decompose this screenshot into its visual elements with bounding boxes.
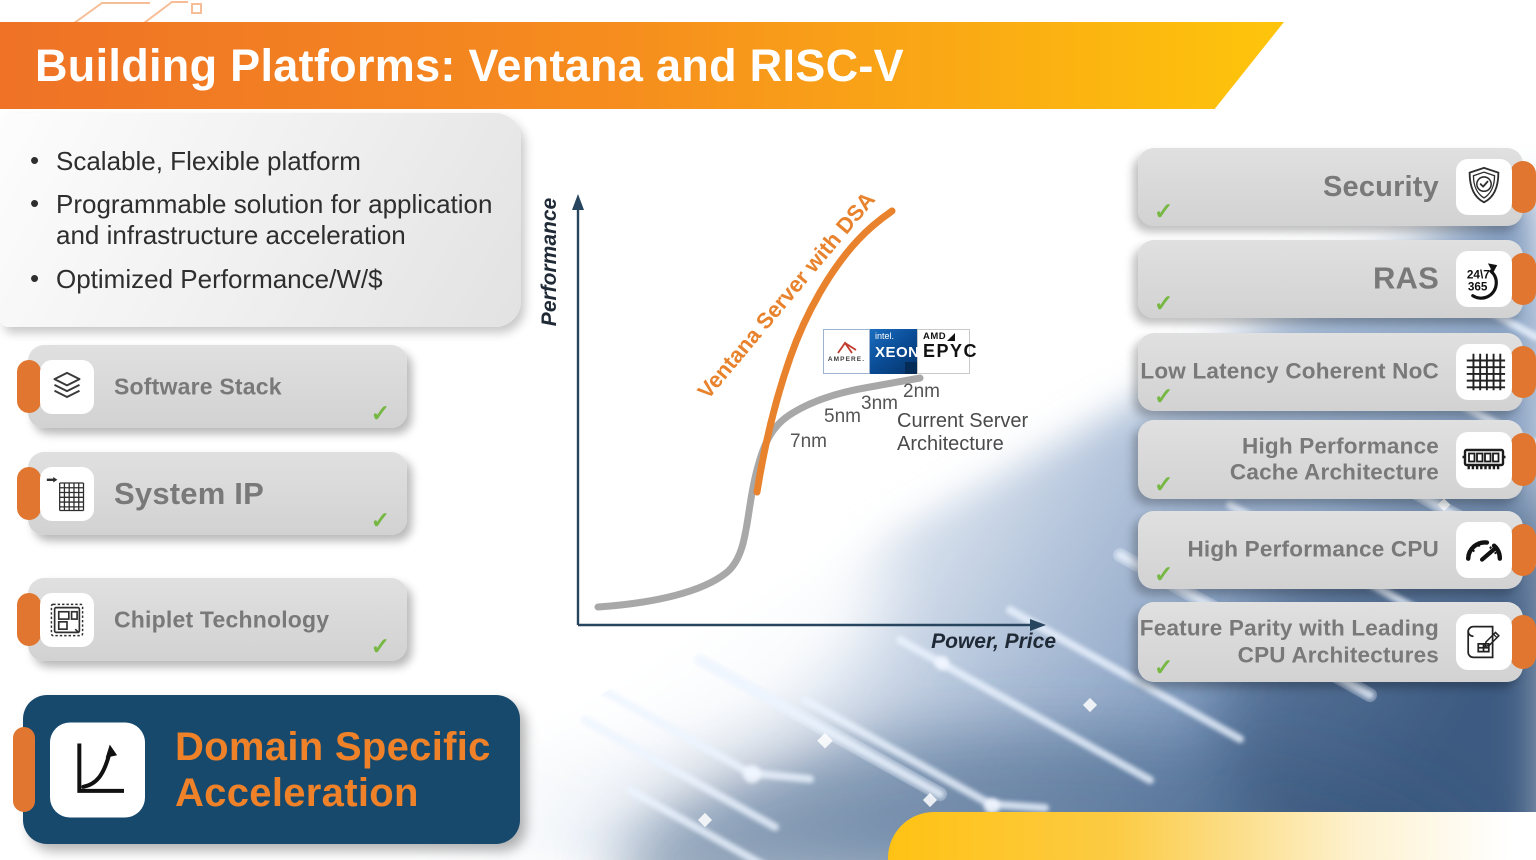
- ventana-dsa-curve: [753, 207, 896, 496]
- ampere-logo: AMPERE.: [823, 329, 870, 374]
- vendor-logos: AMPERE. intel. XEON AMD EPYC: [823, 329, 977, 374]
- title-banner: Building Platforms: Ventana and RISC-V: [0, 22, 1284, 109]
- intro-bullets: Scalable, Flexible platformProgrammable …: [0, 133, 521, 308]
- footer-accent-bar: [888, 812, 1536, 860]
- card-label: Security: [1322, 170, 1439, 203]
- ampere-mark-icon: [836, 340, 856, 354]
- svg-text:Architecture: Architecture: [897, 433, 1004, 455]
- x-axis-arrow: [1030, 619, 1046, 631]
- check-icon: ✓: [1154, 383, 1174, 409]
- y-axis-arrow: [572, 194, 584, 210]
- card-system-ip: System IP ✓: [17, 452, 407, 535]
- check-icon: ✓: [1154, 561, 1174, 587]
- node-label-2nm: 2nm: [903, 381, 940, 402]
- card-software-stack: Software Stack ✓: [17, 345, 407, 428]
- card-chiplet-technology: Chiplet Technology ✓: [17, 578, 407, 661]
- performance-chart: Performance Power, Price Ventana Server …: [538, 180, 1060, 660]
- svg-text:Current Server: Current Server: [897, 410, 1028, 432]
- bullet-item: Optimized Performance/W/$: [28, 263, 503, 295]
- card-high-performance-cpu: High Performance CPU ✓: [1138, 511, 1536, 589]
- growth-curve-icon: [50, 722, 145, 817]
- y-axis-label: Performance: [540, 197, 561, 326]
- check-icon: ✓: [1154, 471, 1174, 497]
- card-label: Low Latency Coherent NoC: [1140, 358, 1439, 384]
- corner-circuit-decoration: [69, 1, 202, 26]
- card-label: Chiplet Technology: [114, 606, 330, 632]
- card-label: Software Stack: [114, 373, 282, 399]
- node-label-7nm: 7nm: [790, 431, 827, 452]
- check-icon: ✓: [370, 507, 390, 533]
- layers-icon: [40, 359, 94, 414]
- card-label: RAS: [1372, 260, 1439, 296]
- node-label-5nm: 5nm: [824, 406, 861, 427]
- amd-arrow-icon: [947, 332, 956, 341]
- speedometer-icon: [1456, 522, 1512, 578]
- svg-text:365: 365: [1467, 280, 1487, 293]
- check-icon: ✓: [370, 400, 390, 426]
- grid-arrow-icon: [40, 466, 94, 521]
- current-server-label: Current Server Architecture: [897, 410, 1028, 455]
- mesh-grid-icon: [1456, 344, 1512, 400]
- memory-module-icon: [1456, 431, 1512, 488]
- card-low-latency-coherent-noc: Low Latency Coherent NoC✓: [1138, 333, 1536, 411]
- check-icon: ✓: [1154, 290, 1174, 316]
- chiplet-icon: [40, 592, 94, 647]
- card-security: Security ✓: [1138, 148, 1536, 226]
- bullet-item: Programmable solution for application an…: [28, 188, 503, 250]
- intro-card: Scalable, Flexible platformProgrammable …: [0, 113, 521, 327]
- card-label: System IP: [114, 475, 264, 511]
- shield-check-icon: [1456, 159, 1512, 215]
- process-node-labels: 7nm 5nm 3nm 2nm: [790, 381, 940, 452]
- svg-text:24\7: 24\7: [1466, 268, 1489, 281]
- amd-epyc-logo: AMD EPYC: [917, 329, 977, 374]
- node-label-3nm: 3nm: [861, 393, 898, 414]
- blueprint-icon: [1456, 614, 1512, 670]
- check-icon: ✓: [370, 633, 390, 659]
- slide-title: Building Platforms: Ventana and RISC-V: [35, 39, 904, 91]
- check-icon: ✓: [1154, 198, 1174, 224]
- chart-axes: [576, 208, 1032, 627]
- x-axis-label: Power, Price: [931, 630, 1056, 653]
- intel-xeon-logo: intel. XEON: [870, 329, 919, 374]
- bullet-item: Scalable, Flexible platform: [28, 145, 503, 177]
- check-icon: ✓: [1154, 654, 1174, 680]
- card-label: High Performance CPU: [1187, 536, 1439, 562]
